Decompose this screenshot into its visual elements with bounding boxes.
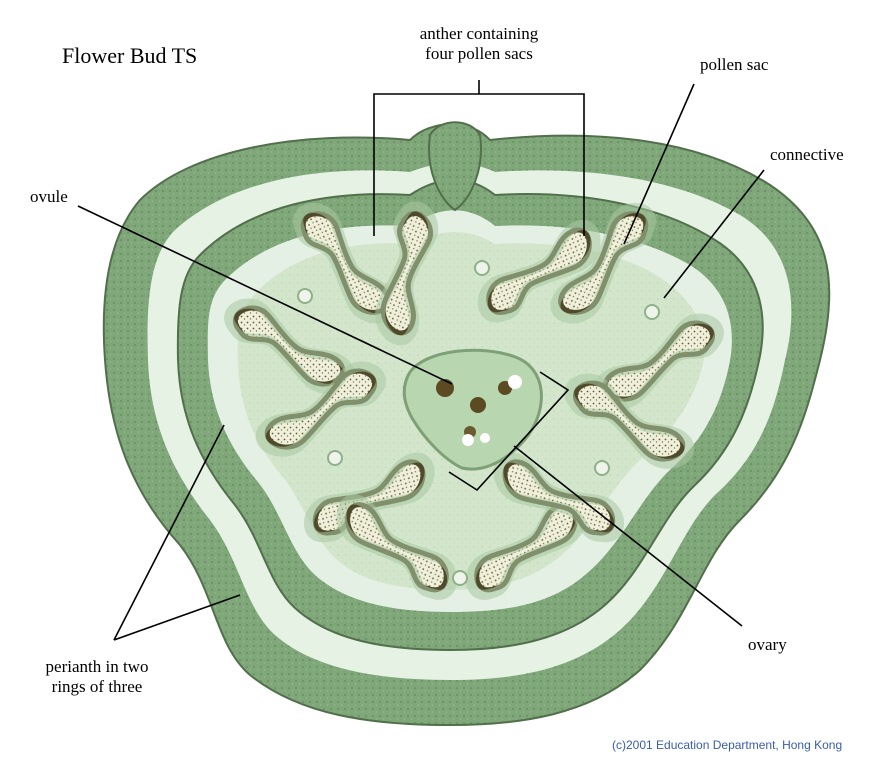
perianth-label-line2: rings of three [51,677,143,696]
pollen-sac-label: pollen sac [700,55,769,74]
copyright-credit: (c)2001 Education Department, Hong Kong [612,738,843,752]
connective-dot [644,304,660,320]
anther-label-line1: anther containing [419,24,539,43]
connective-dot [327,450,343,466]
ovary-leader [513,445,743,627]
perianth-leader-1 [113,424,225,641]
ovule-leader [77,205,453,385]
connective-dot [594,460,610,476]
connective-dot [474,260,490,276]
diagram-title: Flower Bud TS [62,43,198,68]
anther-label-line2: four pollen sacs [425,44,533,63]
perianth-label: perianth in two rings of three [28,657,166,697]
connective-dot [452,570,468,586]
perianth-label-line1: perianth in two [45,657,149,676]
connective-dot [297,288,313,304]
perianth-leader-2 [113,594,241,641]
anther-label: anther containing four pollen sacs [386,24,572,64]
ovary-label: ovary [748,635,787,654]
ovule-label: ovule [30,187,68,206]
leader-lines [77,80,765,641]
connective-leader [663,169,765,299]
ovary-bracket [448,371,570,492]
connective-label: connective [770,145,844,164]
pollen-sac-leader [623,83,695,245]
